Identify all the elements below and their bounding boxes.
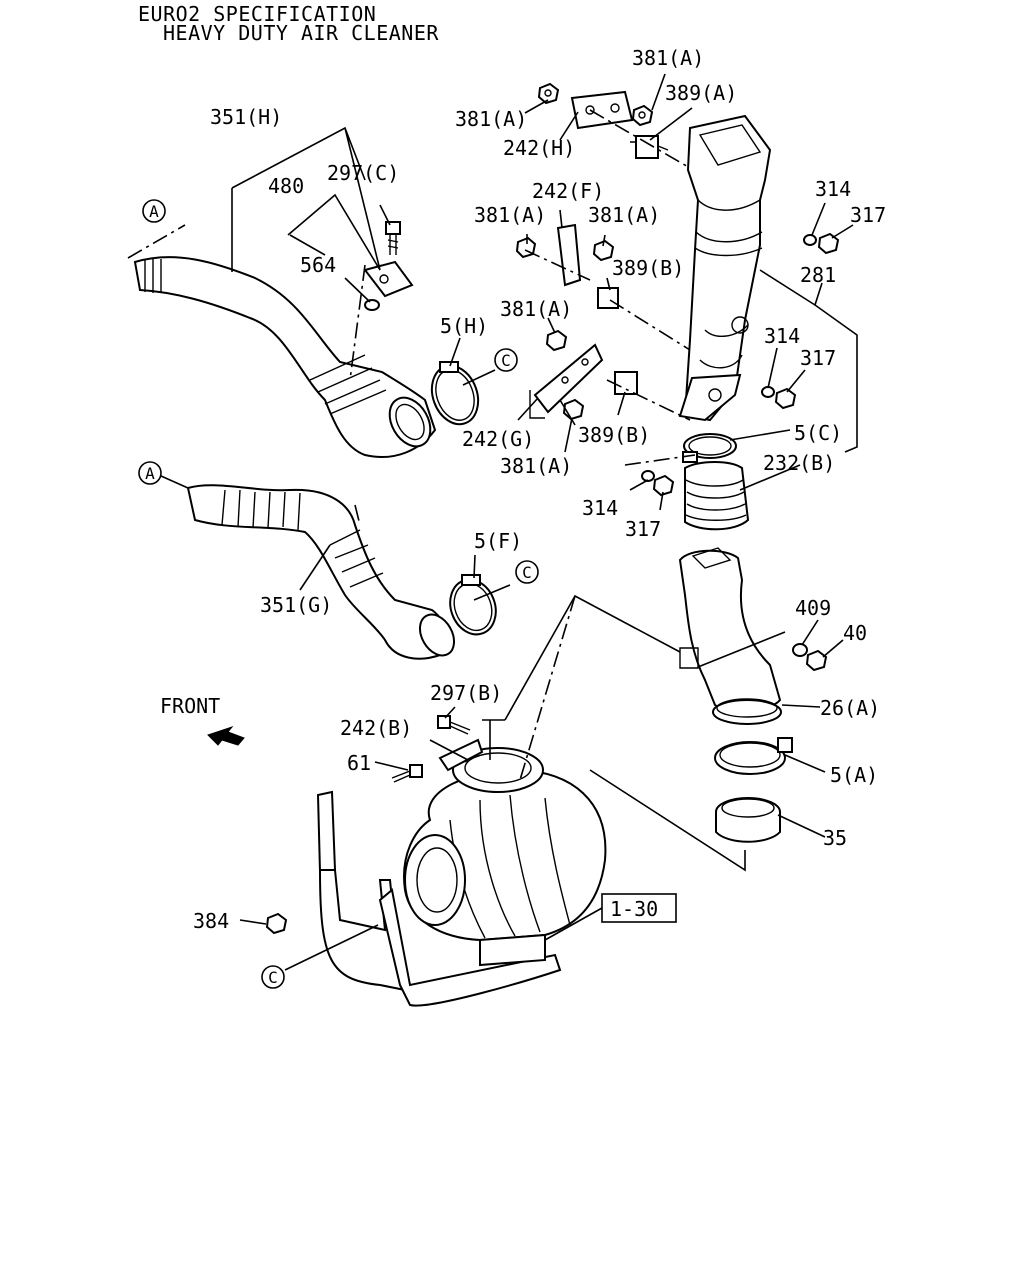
label-314-mid: 314 [764, 324, 800, 348]
label-381a-left: 381(A) [455, 107, 527, 131]
circle-ref-c-5h: C [494, 348, 518, 372]
label-351g: 351(G) [260, 593, 332, 617]
label-5c: 5(C) [794, 421, 842, 445]
label-564: 564 [300, 253, 336, 277]
circle-ref-a-mid: A [138, 461, 189, 489]
svg-text:C: C [501, 351, 511, 370]
label-381a-f-right: 381(A) [588, 203, 660, 227]
mount-389b-low [614, 371, 638, 395]
circle-ref-a-top: A [142, 199, 166, 223]
diagram-subtitle: HEAVY DUTY AIR CLEANER [163, 21, 439, 45]
circle-ref-c-bottom: C [261, 965, 285, 989]
svg-text:C: C [268, 968, 278, 987]
washer-409 [792, 643, 808, 657]
front-label: FRONT [160, 694, 220, 718]
hose-351h [133, 256, 437, 459]
clamp-5a [714, 737, 793, 775]
circle-ref-c-5f: C [515, 560, 539, 584]
label-381a-top: 381(A) [632, 46, 704, 70]
clamp-5h [430, 361, 480, 426]
bracket-242g [529, 343, 604, 419]
mount-389a [630, 135, 669, 159]
nut-381a-top-right [631, 104, 654, 127]
label-5f: 5(F) [474, 529, 522, 553]
label-314-top: 314 [815, 177, 851, 201]
label-409: 409 [795, 596, 831, 620]
washer-314-low [641, 470, 655, 482]
front-arrow [207, 725, 245, 746]
label-242g: 242(G) [462, 427, 534, 451]
label-297b: 297(B) [430, 681, 502, 705]
label-35: 35 [823, 826, 847, 850]
clamp-5f [449, 574, 497, 636]
label-281: 281 [800, 263, 836, 287]
nut-317-low [652, 474, 675, 497]
ref-box-label: 1-30 [610, 897, 658, 921]
label-384: 384 [193, 909, 229, 933]
label-381a-f-left: 381(A) [474, 203, 546, 227]
label-242h: 242(H) [503, 136, 575, 160]
centre-lines [127, 109, 696, 781]
clamp-5c [682, 433, 737, 463]
nut-381a-top-left [537, 82, 560, 105]
mount-389b-top [597, 287, 619, 309]
bracket-242h [570, 90, 634, 130]
label-232b: 232(B) [763, 451, 835, 475]
callout-labels: 381(A) 381(A) 389(A) 242(H) 351(H) 297(C… [160, 46, 886, 933]
nut-40 [805, 649, 828, 672]
label-5a: 5(A) [830, 763, 878, 787]
svg-text:C: C [522, 563, 532, 582]
nut-381a-low [562, 398, 585, 421]
hose-351g [186, 484, 456, 660]
washer-314-mid [761, 386, 775, 398]
label-389a: 389(A) [665, 81, 737, 105]
nut-317-mid [774, 387, 797, 410]
washer-314-top [803, 234, 817, 246]
leader-lines [231, 73, 858, 971]
label-381a-low: 381(A) [500, 454, 572, 478]
duct-26a [678, 547, 782, 725]
label-389b-top: 389(B) [612, 256, 684, 280]
bracket-480 [363, 260, 414, 298]
diagram-title: EURO2 SPECIFICATION [138, 2, 377, 26]
label-389b-low: 389(B) [578, 423, 650, 447]
label-317-top: 317 [850, 203, 886, 227]
svg-text:A: A [145, 464, 155, 483]
ring-35 [715, 797, 781, 843]
label-480: 480 [268, 174, 304, 198]
label-26a: 26(A) [820, 696, 880, 720]
nut-317-top [817, 232, 840, 255]
label-317-low: 317 [625, 517, 661, 541]
oring-564 [364, 299, 380, 311]
svg-text:A: A [149, 202, 159, 221]
bracket-242f [556, 223, 582, 287]
bolt-297b [437, 715, 471, 735]
label-317-mid: 317 [800, 346, 836, 370]
label-242b: 242(B) [340, 716, 412, 740]
label-40: 40 [843, 621, 867, 645]
label-314-low: 314 [582, 496, 618, 520]
bolt-297c [385, 221, 401, 255]
nut-381a-f-right [592, 239, 615, 262]
bellows-232b [684, 461, 750, 531]
label-297c: 297(C) [327, 161, 399, 185]
label-351h: 351(H) [210, 105, 282, 129]
air-cleaner-assembly [316, 738, 607, 1007]
snorkel-281 [678, 114, 772, 422]
nut-384 [265, 912, 288, 935]
label-242f: 242(F) [532, 179, 604, 203]
label-381a-mid: 381(A) [500, 297, 572, 321]
label-5h: 5(H) [440, 314, 488, 338]
label-61: 61 [347, 751, 371, 775]
bolt-61 [391, 764, 423, 783]
nut-381a-mid [545, 329, 568, 352]
